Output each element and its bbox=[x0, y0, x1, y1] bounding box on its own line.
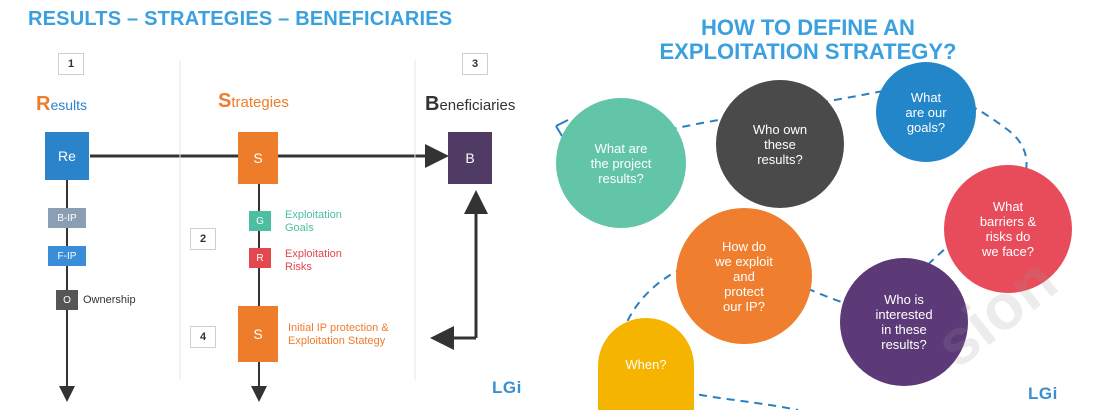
circle-exploit-line5: our IP? bbox=[723, 298, 765, 314]
goals-label-line2: Goals bbox=[285, 222, 314, 234]
circle-interested-line2: interested bbox=[875, 307, 933, 322]
circle-interested-line1: Who is bbox=[884, 292, 924, 307]
circle-barriers-line2: barriers & bbox=[979, 214, 1037, 229]
strategy-label-line1: Initial IP protection & bbox=[288, 322, 389, 334]
circle-goals-line2: are our bbox=[905, 104, 947, 120]
beneficiaries-heading: Beneficiaries bbox=[425, 93, 515, 116]
circle-goals-line1: What bbox=[910, 89, 942, 105]
goals-box: G bbox=[249, 211, 271, 231]
beneficiaries-heading-rest: eneficiaries bbox=[439, 97, 516, 114]
circle-project-results-line2: the project bbox=[590, 155, 652, 171]
b-ip-box: B-IP bbox=[48, 208, 86, 228]
marker-2: 2 bbox=[190, 228, 216, 250]
left-logo: LGi bbox=[492, 378, 522, 397]
circle-goals: What are our goals? bbox=[876, 62, 976, 162]
circle-interested-line3: in these bbox=[881, 322, 927, 337]
results-box: Re bbox=[45, 132, 89, 180]
goals-label: Exploitation Goals bbox=[285, 209, 342, 235]
strategies-heading: Strategies bbox=[218, 90, 289, 113]
circle-interested: Who is interested in these results? bbox=[840, 258, 968, 386]
circle-exploit-line1: How do bbox=[721, 238, 767, 254]
strategies-heading-initial: S bbox=[218, 90, 232, 112]
results-heading: Results bbox=[36, 93, 87, 116]
circle-goals-line3: goals? bbox=[906, 119, 946, 135]
circle-exploit-line3: and bbox=[733, 268, 755, 284]
circle-interested-line4: results? bbox=[881, 337, 927, 352]
risks-label-line1: Exploitation bbox=[285, 248, 342, 260]
circle-who-own-line3: results? bbox=[757, 151, 803, 167]
beneficiaries-heading-initial: B bbox=[425, 93, 440, 115]
marker-3: 3 bbox=[462, 53, 488, 75]
circle-barriers: What barriers & risks do we face? bbox=[944, 165, 1072, 293]
circle-who-own-line2: these bbox=[764, 136, 796, 152]
right-title-line1: HOW TO DEFINE AN bbox=[701, 15, 915, 40]
circle-project-results-line1: What are bbox=[594, 140, 648, 156]
circle-when-line1: When? bbox=[625, 356, 667, 372]
ownership-label: Ownership bbox=[83, 294, 136, 306]
strategy-box-bottom: S bbox=[238, 306, 278, 362]
right-title-line2: EXPLOITATION STRATEGY? bbox=[659, 39, 957, 64]
strategies-box: S bbox=[238, 132, 278, 184]
goals-label-line1: Exploitation bbox=[285, 209, 342, 221]
strategy-label: Initial IP protection & Exploitation Sta… bbox=[288, 322, 389, 348]
risks-box: R bbox=[249, 248, 271, 268]
circle-barriers-line3: risks do bbox=[985, 229, 1031, 244]
risks-label: Exploitation Risks bbox=[285, 248, 342, 274]
results-heading-initial: R bbox=[36, 93, 51, 115]
left-diagram-connectors bbox=[59, 60, 488, 402]
beneficiaries-box: B bbox=[448, 132, 492, 184]
circle-project-results: What are the project results? bbox=[556, 98, 686, 228]
strategies-heading-rest: trategies bbox=[231, 94, 289, 111]
circle-who-own-line1: Who own bbox=[752, 121, 808, 137]
right-logo: LGi bbox=[1028, 384, 1058, 403]
f-ip-box: F-IP bbox=[48, 246, 86, 266]
left-slide-title: RESULTS – STRATEGIES – BENEFICIARIES bbox=[28, 8, 453, 30]
circle-when: When? bbox=[598, 318, 694, 410]
ownership-box: O bbox=[56, 290, 78, 310]
circle-barriers-line4: we face? bbox=[981, 244, 1035, 259]
risks-label-line2: Risks bbox=[285, 261, 312, 273]
circle-exploit-line4: protect bbox=[724, 283, 764, 299]
circle-exploit: How do we exploit and protect our IP? bbox=[676, 208, 812, 344]
results-heading-rest: esults bbox=[50, 97, 88, 113]
marker-4: 4 bbox=[190, 326, 216, 348]
circle-exploit-line2: we exploit bbox=[715, 253, 773, 269]
circle-project-results-line3: results? bbox=[598, 170, 644, 186]
circle-barriers-line1: What bbox=[992, 199, 1024, 214]
circle-who-own: Who own these results? bbox=[716, 80, 844, 208]
strategy-label-line2: Exploitation Stategy bbox=[288, 335, 386, 347]
right-slide-title: HOW TO DEFINE AN EXPLOITATION STRATEGY? bbox=[598, 16, 1018, 64]
marker-1: 1 bbox=[58, 53, 84, 75]
